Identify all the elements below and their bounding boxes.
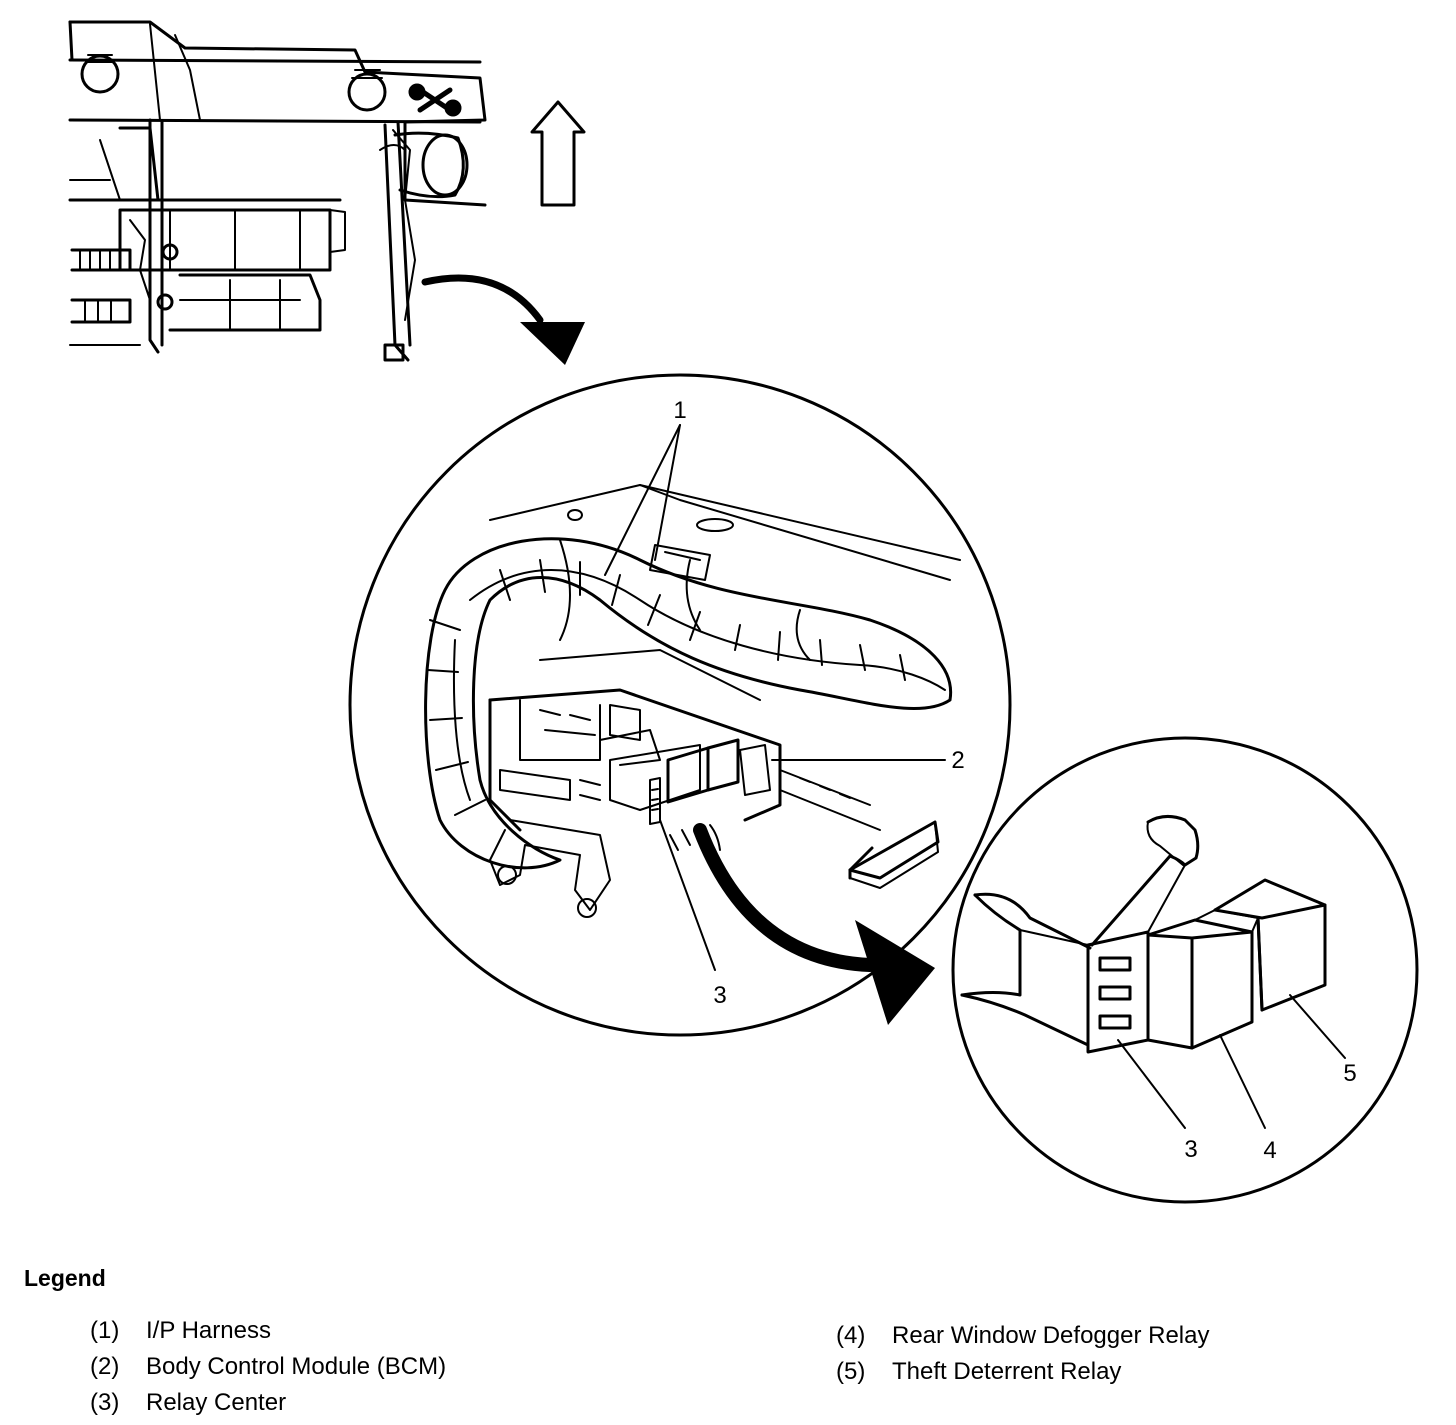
legend-column-left: (1) I/P Harness (2) Body Control Module (B… [90, 1317, 446, 1425]
legend-item-number: (5) [836, 1358, 866, 1385]
legend-item-label: Rear Window Defogger Relay [892, 1322, 1210, 1349]
callout-harness: 1 [673, 397, 686, 424]
legend-title: Legend [24, 1265, 106, 1291]
callout-relay-center: 3 [713, 982, 726, 1009]
legend-item-number: (4) [836, 1322, 866, 1349]
legend-column-right: (4) Rear Window Defogger Relay (5) Theft D… [836, 1322, 1209, 1394]
instrument-panel-overview [68, 20, 487, 362]
legend-item-number: (1) [90, 1317, 120, 1344]
legend-item-label: Theft Deterrent Relay [892, 1358, 1122, 1385]
zoom-arrow-upper [421, 274, 585, 365]
orientation-arrow [848, 820, 940, 889]
legend-item: (5) Theft Deterrent Relay [836, 1358, 1209, 1394]
detail-callout-defogger-relay: 4 [1263, 1137, 1276, 1164]
closeup-leader-lines [604, 424, 946, 971]
forward-direction-arrow [530, 100, 586, 207]
legend-item: (3) Relay Center [90, 1389, 446, 1425]
legend-item: (4) Rear Window Defogger Relay [836, 1322, 1209, 1358]
legend-item-label: I/P Harness [146, 1317, 271, 1344]
legend-item-number: (2) [90, 1353, 120, 1380]
legend-item: (1) I/P Harness [90, 1317, 446, 1353]
legend-item-label: Body Control Module (BCM) [146, 1353, 447, 1380]
legend-item-number: (3) [90, 1389, 120, 1416]
relay-detail-view [951, 736, 1419, 1204]
legend-item: (2) Body Control Module (BCM) [90, 1353, 446, 1389]
detail-callout-theft-relay: 5 [1343, 1060, 1356, 1087]
detail-leader-lines [1117, 994, 1346, 1129]
detail-callout-relay-center: 3 [1184, 1136, 1197, 1163]
component-location-diagram: 1 2 3 3 4 5 [68, 20, 1419, 1204]
legend-item-label: Relay Center [146, 1389, 287, 1416]
callout-bcm: 2 [951, 747, 964, 774]
zoom-arrow-lower [693, 823, 935, 1025]
harness-closeup-view [348, 373, 1012, 1037]
